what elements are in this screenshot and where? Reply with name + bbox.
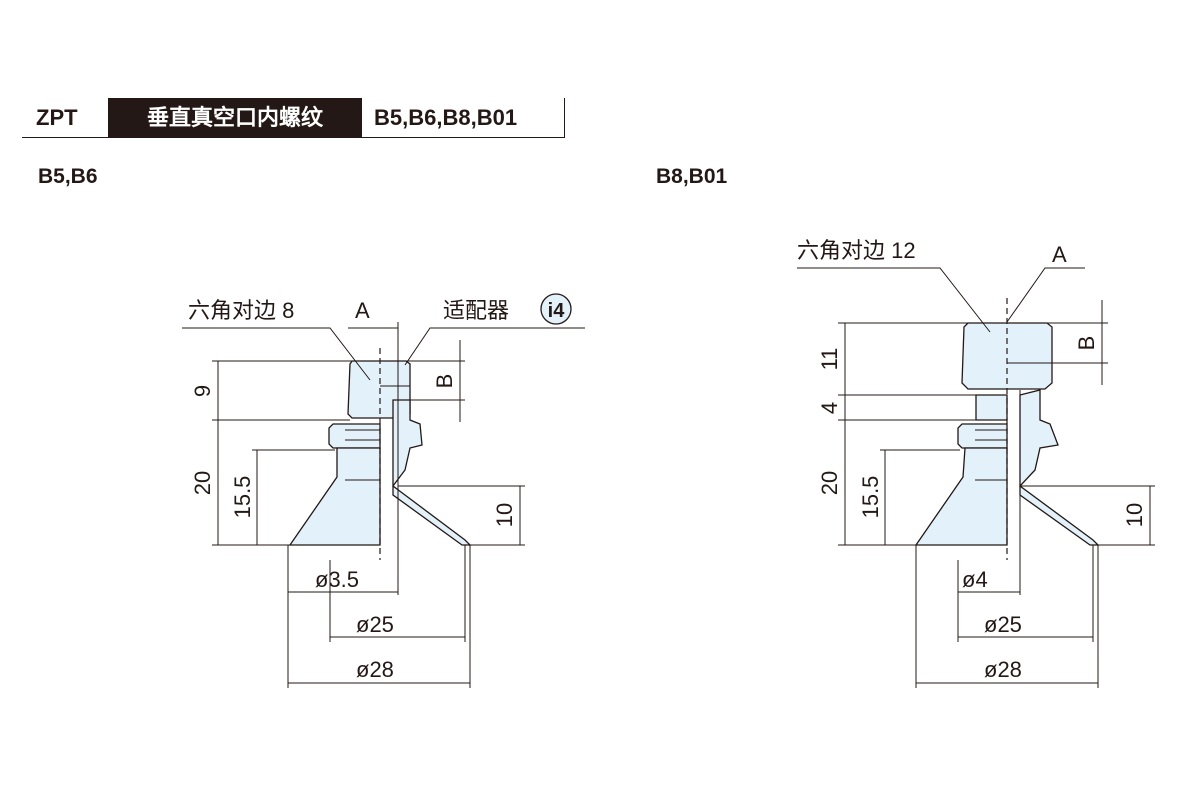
right-section-label: B8,B01 [656,165,728,188]
right-dim-11: 11 [817,348,842,371]
left-dim-d25: ø25 [356,612,394,637]
left-dim-9: 9 [190,385,215,397]
right-dim-d4: ø4 [962,567,988,592]
right-dim-15-5: 15.5 [858,476,883,519]
model-list: B5,B6,B8,B01 [374,105,518,130]
right-collar [957,423,1008,449]
series-code: ZPT [36,105,78,130]
right-cup [914,447,1008,546]
right-dim-4: 4 [817,402,842,414]
left-drawing: 六角对边 8 A 适配器 i4 B 9 20 15.5 10 ø3.5 ø25 … [182,293,585,688]
left-cup [288,447,381,546]
right-dim-20: 20 [817,471,842,495]
left-hex-label: 六角对边 8 [188,298,294,323]
right-neck [975,394,1008,421]
left-section-label: B5,B6 [38,165,98,188]
left-collar [328,423,381,449]
right-drawing: 六角对边 12 A B 11 4 20 15.5 10 ø4 ø25 ø28 [797,238,1155,688]
adapter-label: 适配器 [443,298,509,323]
series-title: 垂直真空口内螺纹 [108,98,362,137]
adapter-badge: i4 [548,300,566,322]
right-dim-10: 10 [1122,503,1147,527]
right-hex-label: 六角对边 12 [797,238,916,263]
left-dim-15-5: 15.5 [230,476,255,519]
left-port-a-label: A [355,298,370,323]
right-cup-section [1019,389,1100,546]
left-port-b-label: B [432,374,457,389]
left-dim-d3-5: ø3.5 [315,567,359,592]
right-port-b-label: B [1074,336,1099,351]
right-port-a-label: A [1052,242,1067,267]
title-bar: ZPT 垂直真空口内螺纹 B5,B6,B8,B01 [22,98,565,138]
left-dim-20: 20 [190,471,215,495]
right-dim-d28: ø28 [984,657,1022,682]
left-dim-10: 10 [492,503,517,527]
right-dim-d25: ø25 [984,612,1022,637]
adapter-badge-circle [540,293,572,325]
left-dim-d28: ø28 [356,657,394,682]
left-cup-section [392,399,472,546]
